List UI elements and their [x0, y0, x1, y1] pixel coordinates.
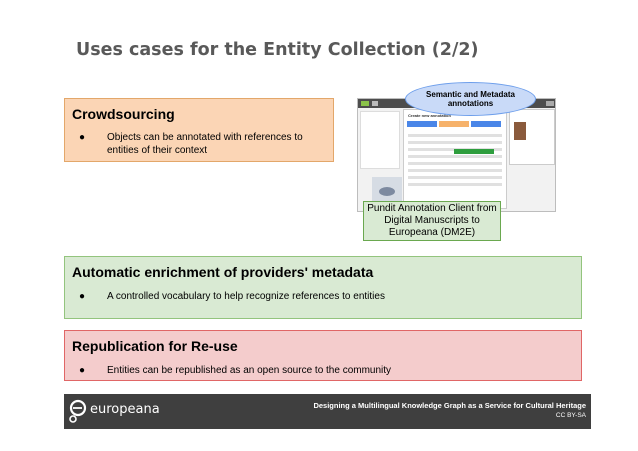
screenshot-annotation-panel: Create new annotation: [403, 109, 507, 209]
crowdsourcing-title: Crowdsourcing: [72, 106, 175, 122]
crowdsourcing-box: Crowdsourcing ● Objects can be annotated…: [64, 98, 334, 162]
enrichment-bullet: ● A controlled vocabulary to help recogn…: [79, 290, 574, 303]
screenshot-thumbnail: [514, 122, 526, 140]
bullet-icon: ●: [79, 291, 86, 302]
screenshot-panel-header: Create new annotation: [408, 113, 451, 118]
republication-box: Republication for Re-use ● Entities can …: [64, 330, 582, 381]
republication-bullet-text: Entities can be republished as an open s…: [107, 365, 392, 376]
footer-title: Designing a Multilingual Knowledge Graph…: [313, 401, 586, 410]
europeana-logo-icon: [69, 399, 87, 423]
republication-bullet: ● Entities can be republished as an open…: [79, 364, 574, 377]
slide-title: Uses cases for the Entity Collection (2/…: [76, 40, 479, 60]
annotation-callout: Semantic and Metadata annotations: [405, 82, 536, 116]
footer-bar: europeana Designing a Multilingual Knowl…: [64, 394, 591, 429]
annotation-callout-text: Semantic and Metadata annotations: [426, 90, 515, 108]
bullet-icon: ●: [79, 132, 86, 143]
bullet-icon: ●: [79, 365, 86, 376]
screenshot-caption: Pundit Annotation Client from Digital Ma…: [363, 201, 501, 241]
enrichment-bullet-text: A controlled vocabulary to help recogniz…: [107, 291, 385, 302]
europeana-logo-text: europeana: [90, 402, 160, 417]
screenshot-right-panel: [509, 109, 555, 165]
footer-license: CC BY-SA: [555, 412, 586, 419]
republication-title: Republication for Re-use: [72, 338, 238, 354]
crowdsourcing-bullet: ● Objects can be annotated with referenc…: [79, 131, 329, 157]
screenshot-left-panel: [360, 111, 400, 169]
enrichment-box: Automatic enrichment of providers' metad…: [64, 256, 582, 319]
screenshot-caption-text: Pundit Annotation Client from Digital Ma…: [367, 203, 497, 238]
screenshot-selected-row: [454, 149, 494, 154]
enrichment-title: Automatic enrichment of providers' metad…: [72, 264, 374, 280]
crowdsourcing-bullet-text: Objects can be annotated with references…: [107, 132, 303, 156]
